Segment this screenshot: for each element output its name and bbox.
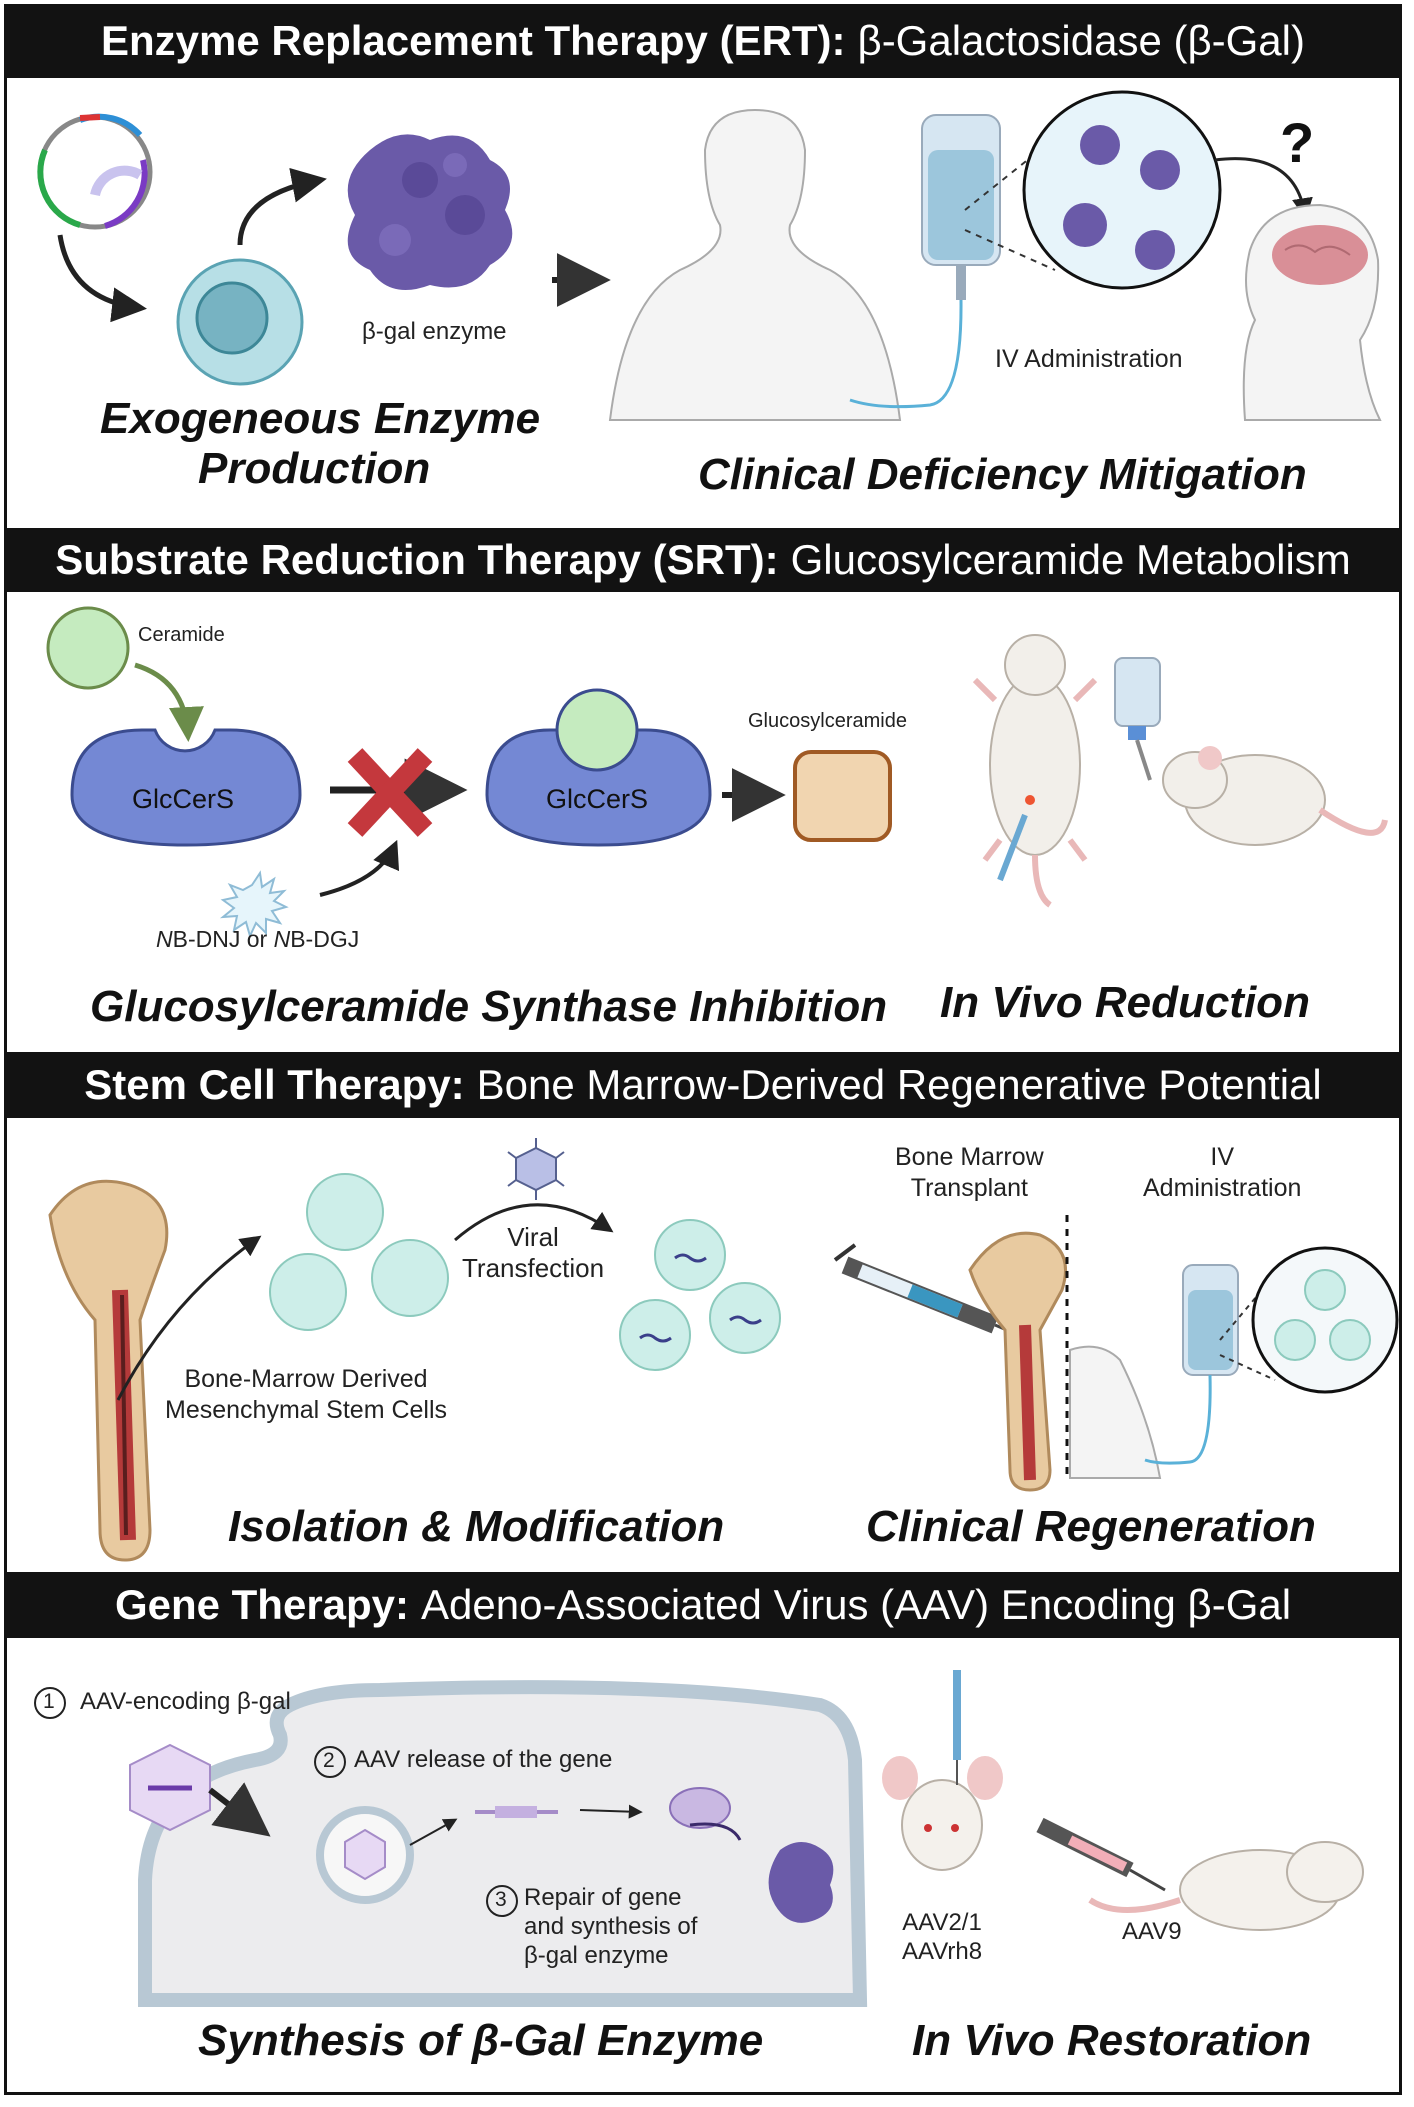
step2-circle [314,1746,346,1778]
inhibitor-star-icon [219,870,289,939]
gene-title-bold: Gene Therapy: [114,1581,410,1628]
arrow-plasmid-to-cell [57,234,147,323]
synthesized-enzyme-icon [768,1841,834,1923]
ert-title-bar: Enzyme Replacement Therapy (ERT): β-Gala… [4,4,1402,78]
srt-title-bar: Substrate Reduction Therapy (SRT): Gluco… [4,528,1402,592]
mouse-injection-icon [972,634,1098,908]
zoom-circle-enzymes [964,90,1222,290]
step3-circle [486,1885,518,1917]
ceramide-circle [46,606,130,690]
transplant-bone-icon [968,1231,1067,1492]
transfected-cells-icon [619,1219,781,1371]
enzyme-label: β-gal enzyme [362,318,507,345]
glccers-label-b: GlcCerS [546,784,649,814]
glccers-label-a: GlcCerS [132,784,235,814]
glccers-enzyme-a [70,728,302,847]
stem-title-bar: Stem Cell Therapy: Bone Marrow-Derived R… [4,1052,1402,1118]
stem-iv-label: IV Administration [1143,1143,1302,1202]
ribosome-icon [669,1787,742,1841]
ert-title-bold: Enzyme Replacement Therapy (ERT): [101,17,846,64]
step1-number: 1 [43,1690,55,1713]
gene-caption-left: Synthesis of β-Gal Enzyme [198,2016,764,2065]
ert-caption-right: Clinical Deficiency Mitigation [698,450,1307,499]
bone-marrow-transplant-label: Bone Marrow Transplant [895,1143,1044,1202]
srt-caption-left: Glucosylceramide Synthase Inhibition [90,982,888,1031]
ert-caption-left-1: Exogeneous Enzyme [100,394,541,443]
arrow-ceramide-to-enzyme [134,662,204,742]
inhibition-x-icon [347,748,433,837]
srt-title-rest: Glucosylceramide Metabolism [790,536,1351,583]
virus-particle-icon [507,1138,565,1200]
arrow-cell-to-enzyme [237,167,327,246]
host-cell-icon [176,258,304,386]
inhibitor-italic-n1: N [156,926,173,952]
step1-label: AAV-encoding β-gal [80,1688,291,1715]
step2-label: AAV release of the gene [354,1746,613,1773]
syringe-icon [833,1243,1031,1342]
serotype-iv-label: AAV9 [1122,1918,1182,1945]
glucosylceramide-label: Glucosylceramide [748,710,907,732]
arrow-aav-entry [208,1782,271,1837]
inhibitor-text-2: B-DGJ [290,926,360,952]
ceramide-label: Ceramide [138,624,225,646]
iv-bag-stem-icon [1144,1264,1239,1465]
msc-label: Bone-Marrow Derived Mesenchymal Stem Cel… [165,1365,448,1424]
srt-title-bold: Substrate Reduction Therapy (SRT): [55,536,779,583]
arrow-to-ribosome [579,1804,643,1819]
inhibitor-text-1: B-DNJ or [172,926,274,952]
arrow-inhibitor-to-enzyme [319,839,400,897]
step3-number: 3 [495,1888,507,1911]
msc-cells-icon [269,1173,449,1331]
cell-membrane-icon [138,1680,868,2007]
step3-label: Repair of gene and synthesis of β-gal en… [524,1884,698,1969]
zoom-circle-cells [1219,1246,1399,1394]
srt-caption-right: In Vivo Reduction [940,978,1310,1027]
arrow-release [409,1818,458,1846]
arrow-transfection [454,1203,614,1242]
arrow-bone-to-cells [116,1235,262,1401]
mouse-icv-icon [882,1670,1003,1871]
aav-capsid-icon [129,1743,211,1832]
step1-circle [34,1687,66,1719]
mouse-iv-icon [1036,1817,1364,1931]
stem-title-bold: Stem Cell Therapy: [84,1061,465,1108]
viral-transfection-label: Viral Transfection [462,1222,605,1283]
gene-caption-right: In Vivo Restoration [912,2016,1312,2065]
iv-bag-icon [849,114,1001,409]
stem-title-rest: Bone Marrow-Derived Regenerative Potenti… [476,1061,1322,1108]
question-mark: ? [1280,111,1315,174]
ert-caption-left-2: Production [198,444,431,493]
bound-ceramide-circle [555,688,639,772]
head-brain-icon [1242,203,1382,421]
patient-torso-icon [608,108,902,421]
endosome-icon [316,1806,414,1904]
arrow-to-brain [1214,157,1313,220]
step2-number: 2 [323,1749,335,1772]
plasmid-icon [37,113,153,230]
gene-title-rest: Adeno-Associated Virus (AAV) Encoding β-… [421,1581,1292,1628]
glucosylceramide-product [793,750,892,842]
stem-caption-left: Isolation & Modification [228,1502,725,1551]
iv-administration-label: IV Administration [995,345,1183,373]
inhibitor-italic-n2: N [273,926,291,952]
serotype-icv-label: AAV2/1 AAVrh8 [902,1909,983,1965]
enzyme-protein-icon [347,134,513,290]
patient-arm-icon [1069,1345,1162,1479]
mouse-drinking-icon [1162,746,1388,846]
gene-title-bar: Gene Therapy: Adeno-Associated Virus (AA… [4,1572,1402,1638]
inhibitor-label: NB-DNJ or NB-DGJ [156,926,359,953]
ert-title-rest: β-Galactosidase (β-Gal) [857,17,1305,64]
gene-fragment-icon [475,1806,558,1818]
femur-bone-icon [48,1179,169,1562]
water-bottle-icon [1114,657,1161,781]
stem-caption-right: Clinical Regeneration [866,1502,1316,1551]
